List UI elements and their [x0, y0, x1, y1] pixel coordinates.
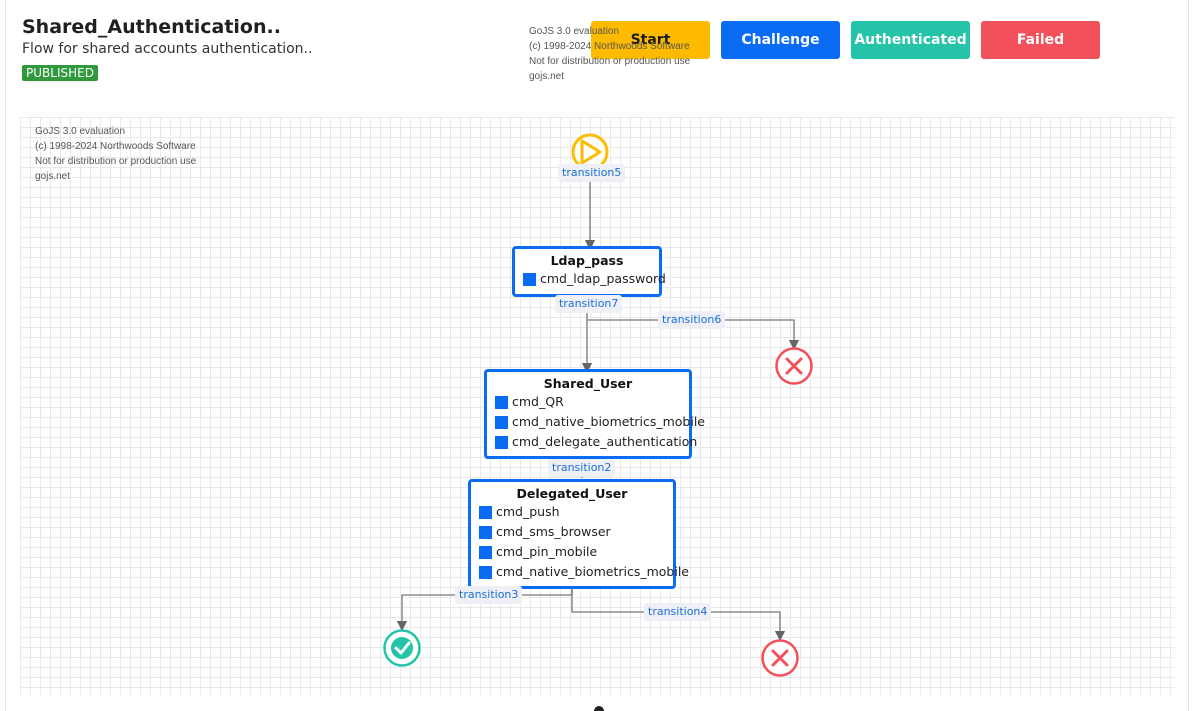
- watermark-line: GoJS 3.0 evaluation: [35, 126, 126, 137]
- command-label: cmd_pin_mobile: [496, 544, 598, 559]
- start-button[interactable]: Start: [591, 21, 710, 59]
- gojs-watermark-canvas: GoJS 3.0 evaluation (c) 1998-2024 Northwo…: [35, 124, 196, 184]
- command-item[interactable]: cmd_pin_mobile: [479, 542, 665, 562]
- command-label: cmd_QR: [512, 394, 564, 409]
- watermark-line: (c) 1998-2024 Northwoods Software: [35, 141, 196, 152]
- node-title: Shared_User: [543, 376, 633, 391]
- failed-node[interactable]: [761, 639, 799, 677]
- transition-label[interactable]: transition6: [658, 311, 726, 329]
- command-square-icon: [495, 415, 508, 429]
- command-item[interactable]: cmd_native_biometrics_mobile: [495, 412, 705, 432]
- command-label: cmd_delegate_authentication: [512, 434, 698, 449]
- command-item[interactable]: cmd_ldap_password: [523, 269, 666, 289]
- command-label: cmd_ldap_password: [540, 271, 666, 286]
- command-label: cmd_native_biometrics_mobile: [512, 414, 705, 429]
- transition-label[interactable]: transition3: [455, 586, 523, 604]
- transition-label[interactable]: transition4: [644, 603, 712, 621]
- command-item[interactable]: cmd_native_biometrics_mobile: [479, 562, 689, 582]
- page-title: Shared_Authentication..: [22, 16, 281, 38]
- watermark-line: gojs.net: [529, 71, 565, 82]
- start-node[interactable]: [571, 133, 609, 171]
- failed-node[interactable]: [775, 347, 813, 385]
- command-square-icon: [523, 272, 536, 286]
- command-square-icon: [479, 565, 492, 579]
- close-icon: [785, 357, 803, 375]
- command-label: cmd_push: [496, 504, 560, 519]
- checkmark-icon: [394, 641, 411, 655]
- close-icon: [771, 649, 789, 667]
- watermark-line: GoJS 3.0 evaluation: [529, 26, 620, 37]
- command-label: cmd_native_biometrics_mobile: [496, 564, 689, 579]
- command-item[interactable]: cmd_sms_browser: [479, 522, 665, 542]
- command-item[interactable]: cmd_QR: [495, 392, 681, 412]
- watermark-line: (c) 1998-2024 Northwoods Software: [529, 41, 690, 52]
- transition-label[interactable]: transition7: [555, 295, 623, 313]
- play-icon: [580, 139, 602, 165]
- command-square-icon: [479, 545, 492, 559]
- node-title: Ldap_pass: [550, 253, 624, 268]
- page-subtitle: Flow for shared accounts authentication.…: [22, 41, 313, 57]
- watermark-line: Not for distribution or production use: [35, 156, 197, 167]
- transition-label[interactable]: transition5: [558, 164, 626, 182]
- gojs-watermark-top: GoJS 3.0 evaluation (c) 1998-2024 Northwo…: [529, 24, 690, 84]
- command-square-icon: [495, 395, 508, 409]
- page-frame: [5, 0, 1189, 711]
- challenge-button[interactable]: Challenge: [721, 21, 840, 59]
- status-badge: PUBLISHED: [22, 65, 98, 81]
- watermark-line: gojs.net: [35, 171, 71, 182]
- link-transition6: [587, 319, 800, 351]
- node-shared-user[interactable]: Shared_User cmd_QR cmd_native_biometrics…: [484, 369, 705, 459]
- watermark-line: Not for distribution or production use: [529, 56, 691, 67]
- node-delegated-user[interactable]: Delegated_User cmd_push cmd_sms_browser …: [468, 479, 689, 589]
- command-label: cmd_sms_browser: [496, 524, 611, 539]
- zoom-control-icon[interactable]: [590, 702, 608, 711]
- authenticated-button[interactable]: Authenticated: [851, 21, 970, 59]
- command-item[interactable]: cmd_delegate_authentication: [495, 432, 697, 452]
- authenticated-node[interactable]: [383, 629, 421, 667]
- transition-label[interactable]: transition2: [548, 459, 616, 477]
- node-ldap-pass[interactable]: Ldap_pass cmd_ldap_password: [512, 246, 666, 297]
- command-square-icon: [495, 435, 508, 449]
- node-title: Delegated_User: [516, 486, 628, 501]
- command-square-icon: [479, 525, 492, 539]
- failed-button[interactable]: Failed: [981, 21, 1100, 59]
- command-square-icon: [479, 505, 492, 519]
- command-item[interactable]: cmd_push: [479, 502, 665, 522]
